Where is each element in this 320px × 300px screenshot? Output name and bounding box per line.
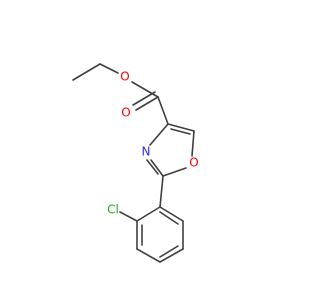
atom-labels: O O N O Cl (107, 70, 199, 217)
structure-diagram: O O N O Cl (72, 63, 199, 263)
bond-ring-c2-phenyl (159, 175, 164, 208)
bond-ester-o-carbonyl-c (131, 81, 159, 98)
atom-label-carbonyl-oxygen: O (121, 106, 130, 120)
bond-ethyl-ch3-ch2 (72, 63, 101, 81)
atom-label-chlorine: Cl (107, 203, 119, 217)
atom-label-ring-oxygen: O (189, 156, 198, 170)
bond-phenyl-c4-c5 (159, 248, 184, 263)
bond-phenyl-c6-c1 (159, 206, 184, 222)
bonds (72, 63, 195, 263)
bond-ring-c4-c5-double (167, 123, 195, 132)
bond-phenyl-inner-c (159, 211, 179, 225)
atom-label-ring-nitrogen: N (142, 145, 151, 159)
bond-ring-c5-o1 (191, 130, 195, 157)
bond-ring-c2-n3-inner (146, 159, 159, 175)
bond-phenyl-c1-c2 (136, 206, 161, 222)
atom-label-ester-oxygen: O (120, 70, 129, 84)
bond-ring-n3-c4 (149, 123, 169, 146)
bond-phenyl-c3-c4 (136, 248, 161, 263)
bond-ring-c4-c5-inner (170, 128, 191, 135)
bond-ethyl-ch2-o (99, 63, 119, 74)
bond-ring-o1-c2 (162, 167, 187, 177)
bond-phenyl-inner-b (159, 245, 179, 258)
bond-carbonyl-c-ring-c4 (157, 96, 169, 125)
bond-carbonyl-double-b (132, 91, 156, 106)
bond-carbonyl-double-a (135, 96, 159, 111)
bond-phenyl-chlorine (119, 211, 138, 222)
bond-ring-c2-n3-double (150, 159, 164, 177)
molecule-canvas: O O N O Cl (72, 63, 199, 263)
